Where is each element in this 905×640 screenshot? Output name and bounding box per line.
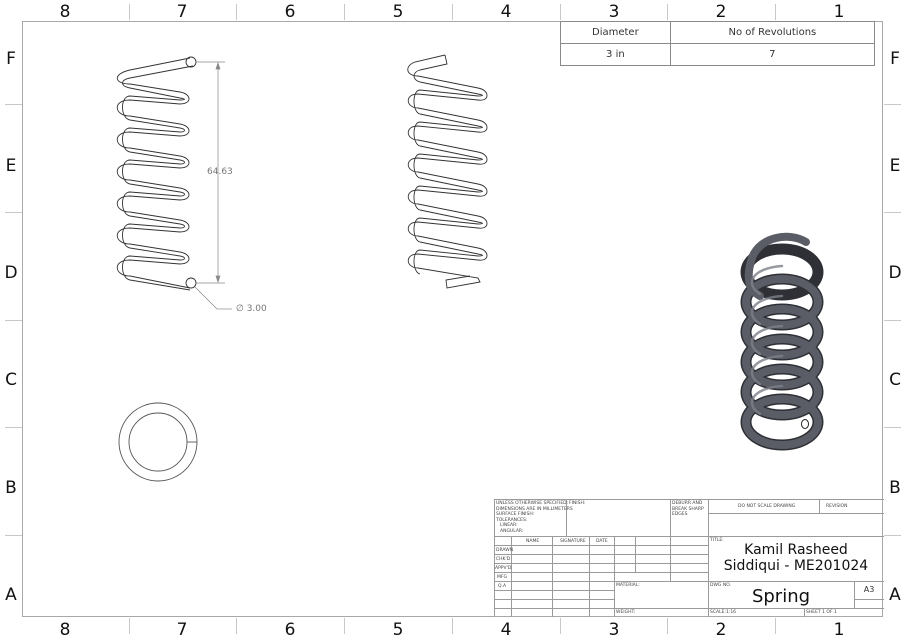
- zone-label: 8: [59, 620, 71, 640]
- side-view-spring: [407, 54, 488, 289]
- col-header-signature: SIGNATURE: [560, 539, 586, 544]
- col-header-date: DATE: [596, 539, 608, 544]
- table-header-row: Diameter No of Revolutions: [560, 21, 876, 44]
- row-label-checked: CHK'D: [496, 557, 511, 562]
- zone-label: F: [890, 49, 900, 69]
- drawing-number: Spring: [751, 586, 811, 607]
- zone-label: E: [889, 156, 901, 176]
- deburr-note: DEBURR AND BREAK SHARP EDGES: [672, 501, 704, 517]
- zone-label: F: [6, 49, 16, 69]
- isometric-spring: [740, 232, 824, 451]
- zone-label: 5: [392, 2, 404, 22]
- revision-label: REVISION: [826, 504, 848, 509]
- row-label-qa: Q.A: [498, 584, 507, 589]
- zone-label: 8: [59, 2, 71, 22]
- zone-label: 7: [176, 2, 188, 22]
- scale-label: SCALE:1:16: [710, 610, 737, 615]
- finish-label: FINISH:: [569, 501, 586, 506]
- zone-label: 2: [715, 2, 727, 22]
- zone-label: 6: [284, 2, 296, 22]
- col-header-name: NAME: [526, 539, 540, 544]
- sheet-size: A3: [863, 585, 875, 594]
- zone-label: 3: [608, 620, 620, 640]
- zone-label: 4: [500, 2, 512, 22]
- row-label-drawn: DRAWN: [496, 548, 514, 553]
- drawing-title: Kamil Rasheed Siddiqui - ME201024: [723, 542, 869, 574]
- zone-label: C: [5, 370, 17, 390]
- zone-label: D: [4, 263, 18, 283]
- zone-label: 5: [392, 620, 404, 640]
- zone-label: B: [889, 478, 901, 498]
- diameter-dimension-value: ∅ 3.00: [236, 304, 267, 314]
- top-view-ring: [118, 402, 198, 482]
- zone-label: 6: [284, 620, 296, 640]
- title-label: TITLE:: [710, 538, 724, 543]
- zone-label: 4: [500, 620, 512, 640]
- parameter-table: Diameter No of Revolutions 3 in 7: [560, 21, 876, 66]
- zone-label: 1: [833, 620, 845, 640]
- zone-label: A: [5, 585, 17, 605]
- do-not-scale-note: DO NOT SCALE DRAWING: [738, 504, 796, 509]
- table-row: 3 in 7: [560, 43, 876, 66]
- row-label-mfg: MFG: [497, 575, 507, 580]
- zone-label: 2: [715, 620, 727, 640]
- material-label: MATERIAL:: [616, 583, 640, 588]
- height-dimension: [194, 61, 232, 310]
- sheet-number: SHEET 1 OF 1: [806, 610, 837, 615]
- dwg-no-label: DWG NO.: [710, 583, 731, 588]
- title-block: UNLESS OTHERWISE SPECIFIED: DIMENSIONS A…: [494, 499, 884, 617]
- zone-label: D: [888, 263, 902, 283]
- table-cell: 7: [669, 43, 876, 66]
- general-notes: UNLESS OTHERWISE SPECIFIED: DIMENSIONS A…: [496, 501, 573, 534]
- zone-label: C: [889, 370, 901, 390]
- row-label-approved: APPV'D: [495, 566, 512, 571]
- zone-label: 1: [833, 2, 845, 22]
- drawing-frame: [22, 21, 883, 617]
- zone-label: E: [5, 156, 17, 176]
- zone-label: A: [889, 585, 901, 605]
- height-dimension-value: 64.63: [207, 167, 233, 177]
- zone-label: B: [5, 478, 17, 498]
- zone-label: 7: [176, 620, 188, 640]
- zone-label: 3: [608, 2, 620, 22]
- weight-label: WEIGHT:: [616, 610, 636, 615]
- front-view-spring: [116, 56, 197, 291]
